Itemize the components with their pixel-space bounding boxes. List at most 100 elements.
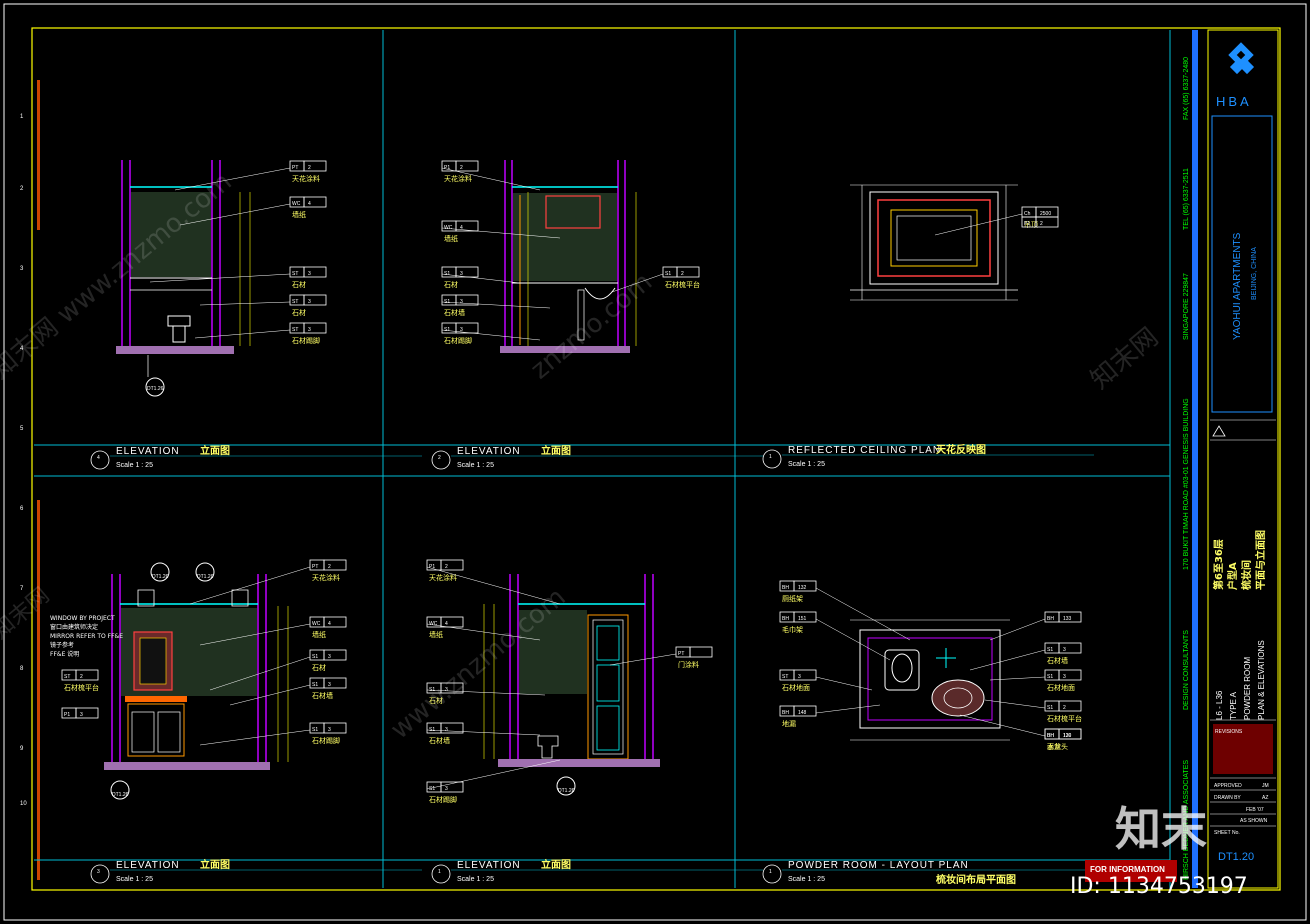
tag-note: 墙纸	[444, 234, 458, 243]
leader-line	[441, 329, 541, 341]
tag-num-box	[1035, 216, 1059, 228]
strip-firm: HIRSCH BEDNER AND ASSOCIATES	[1183, 760, 1190, 880]
firm-vertical-strip: 170 BUKIT TIMAH ROAD #03-01 GENESIS BUIL…	[1183, 30, 1198, 888]
tag-num-box	[793, 669, 817, 681]
p4-ref-bottom: DT1.26	[112, 792, 129, 798]
drawing-title-cn-line: 平面与立面图	[1254, 530, 1267, 590]
hba-logo-text: HBA	[1216, 94, 1252, 109]
tag-num: 4	[460, 225, 463, 231]
tag-num-box	[440, 682, 464, 694]
sheet-label: SHEET No.	[1214, 830, 1240, 836]
panel-scale: Scale 1 : 25	[116, 876, 153, 883]
tag-code: ST	[782, 674, 788, 680]
project-location: BEIJING, CHINA	[1251, 247, 1258, 300]
tag-num: 2	[460, 165, 463, 171]
tag-num-box	[455, 294, 479, 306]
panel-number-circle	[762, 864, 782, 884]
p4-side-note: MIRROR REFER TO FF&E	[50, 633, 123, 640]
leader-line	[426, 759, 561, 790]
tag-code: ST	[292, 327, 298, 333]
watermark-id: ID: 1134753197	[1070, 874, 1248, 899]
leader-line	[199, 623, 311, 646]
drawing-title-cn-line: 梳妆间	[1240, 560, 1253, 591]
svg-text:5: 5	[20, 426, 24, 432]
leader-line	[189, 566, 311, 605]
tag-note: 石材踢脚	[292, 336, 320, 345]
tag-code: P1	[64, 712, 70, 718]
panel-title-cn: 立面图	[541, 444, 571, 457]
p1-detail-ref: DT1.26	[147, 386, 164, 392]
tag-num: 3	[460, 299, 463, 305]
leader-line	[815, 676, 873, 691]
tag-code: BH	[782, 710, 789, 716]
tag-note: 石材踢脚	[312, 736, 340, 745]
leader-line	[199, 301, 291, 306]
tag-note: 石材墙	[444, 308, 465, 317]
tag-note: 地漏	[782, 719, 796, 728]
tag-num-box	[75, 707, 99, 719]
p4-side-note: WINDOW BY PROJECT	[50, 615, 115, 622]
tag-code: P1	[1024, 221, 1030, 227]
drawing-title-cn-line: 第6至36层	[1212, 539, 1225, 590]
leader-line	[194, 329, 291, 339]
tag-num: 148	[798, 710, 807, 716]
svg-text:6: 6	[20, 506, 24, 512]
tag-code: S1	[312, 727, 318, 733]
info-stamp: FOR INFORMATION	[1090, 865, 1165, 874]
leader-line	[441, 301, 551, 309]
watermark-text: 知末网	[1085, 322, 1164, 395]
tag-num: 3	[1063, 674, 1066, 680]
tag-num: 132	[798, 585, 807, 591]
panel-scale: Scale 1 : 25	[788, 876, 825, 883]
tag-num: 3	[308, 299, 311, 305]
leader-line	[426, 689, 546, 696]
margin-ticks: 123 456 789 10	[20, 114, 27, 807]
tag-code: Ch	[1024, 211, 1031, 217]
panel-number-circle	[431, 450, 451, 470]
watermark-text: 知末网	[0, 583, 54, 645]
drawing-title-en-line: TYPE A	[1229, 691, 1238, 720]
tag-num-box	[1058, 700, 1082, 712]
tag-num-box	[75, 669, 99, 681]
tag-num-box	[323, 616, 347, 628]
tag-note: 石材梳平台	[1047, 714, 1082, 723]
project-name: YAOHUI APARTMENTS	[1232, 232, 1243, 340]
tag-num-box	[793, 611, 817, 623]
tag-num: 2	[681, 271, 684, 277]
tag-note: 吊顶	[1024, 221, 1038, 229]
tag-num-box	[1058, 611, 1082, 623]
strip-singapore: SINGAPORE 229847	[1183, 273, 1190, 340]
tag-note: 门涂料	[678, 660, 699, 669]
panel-title-cn: 立面图	[200, 858, 230, 871]
tag-num: 2	[1063, 705, 1066, 711]
panel-1-elevation: DT1.26	[116, 160, 251, 397]
panel-scale: Scale 1 : 25	[788, 461, 825, 468]
tag-code: PT	[292, 165, 298, 171]
leader-line	[441, 167, 541, 191]
tag-note: 石材踢脚	[429, 795, 457, 804]
tag-code: ST	[292, 299, 298, 305]
tag-num-box	[440, 616, 464, 628]
panel-4-elevation: DT1.26 DT1.26 DT1.26	[104, 562, 289, 800]
date-value: FEB '07	[1246, 807, 1264, 813]
tag-num-box	[303, 160, 327, 172]
tag-num: 2500	[1040, 211, 1051, 217]
svg-text:10: 10	[20, 801, 27, 807]
tag-num-box	[440, 781, 464, 793]
tag-num-box	[689, 646, 713, 658]
tag-num: 4	[445, 621, 448, 627]
